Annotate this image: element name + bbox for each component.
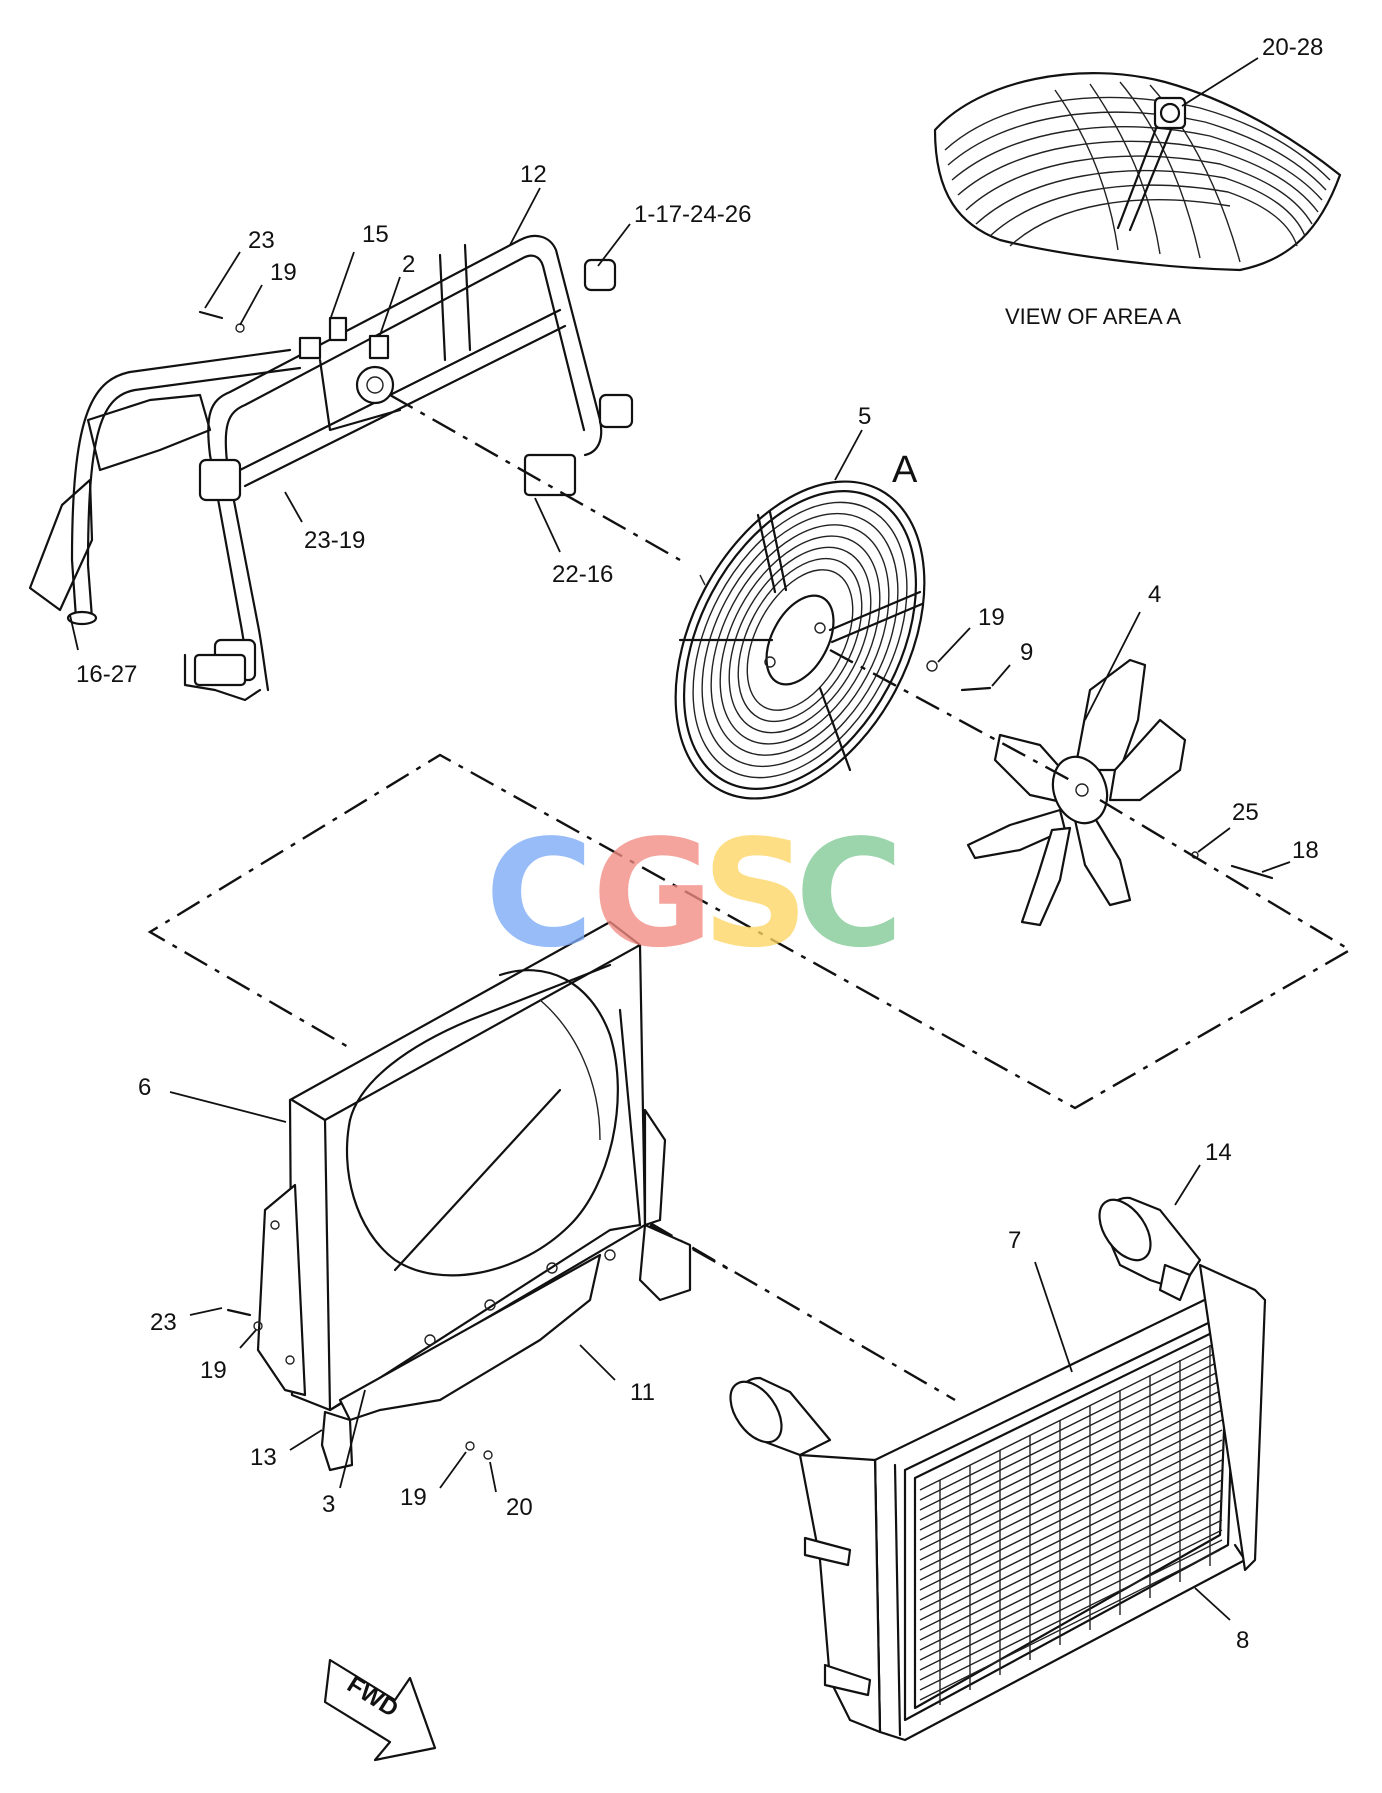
area-a-marker: A [892, 449, 918, 491]
callout-25: 25 [1232, 799, 1259, 826]
callout-19-top: 19 [270, 259, 297, 286]
core-callouts: 14 7 8 [1008, 1139, 1249, 1654]
callout-13: 13 [250, 1444, 277, 1471]
callout-15: 15 [362, 221, 389, 248]
callout-4: 4 [1148, 581, 1161, 608]
callout-8: 8 [1236, 1627, 1249, 1654]
frame-callouts: 12 1-17-24-26 23 15 19 2 23-19 22-16 16-… [69, 161, 751, 688]
callout-18: 18 [1292, 837, 1319, 864]
watermark-letter-c1: C [485, 808, 594, 980]
callout-12: 12 [520, 161, 547, 188]
callout-22-16: 22-16 [552, 561, 613, 588]
callout-3: 3 [322, 1491, 335, 1518]
callout-7: 7 [1008, 1227, 1021, 1254]
callout-9: 9 [1020, 639, 1033, 666]
view-of-area-a-detail: 20-28 VIEW OF AREA A [933, 34, 1342, 329]
watermark-letter-c2: C [795, 808, 904, 980]
callout-14: 14 [1205, 1139, 1232, 1166]
fan-guard: 5 A [674, 403, 926, 800]
callout-23-top: 23 [248, 227, 275, 254]
callout-1-17-24-26: 1-17-24-26 [634, 201, 751, 228]
callout-2: 2 [402, 251, 415, 278]
cgsc-watermark: C G S C [485, 808, 904, 980]
callout-19-fan: 19 [978, 604, 1005, 631]
view-caption: VIEW OF AREA A [1005, 304, 1181, 329]
guard-frame-assembly [28, 234, 634, 702]
watermark-letter-s: S [702, 808, 809, 980]
forward-direction-arrow: FWD [323, 1658, 437, 1762]
callout-11: 11 [630, 1379, 655, 1406]
fan-shroud [226, 920, 692, 1472]
callout-6: 6 [138, 1074, 151, 1101]
callout-5: 5 [858, 403, 871, 430]
callout-23-19: 23-19 [304, 527, 365, 554]
aftercooler-core [729, 1196, 1267, 1742]
callout-20-28: 20-28 [1262, 34, 1323, 61]
shroud-callouts: 6 23 19 11 13 3 19 20 [138, 1074, 655, 1521]
callout-16-27: 16-27 [76, 661, 137, 688]
watermark-letter-g: G [592, 808, 713, 980]
callout-20: 20 [506, 1494, 533, 1521]
fan-blade-assembly: 4 19 9 25 18 [926, 581, 1319, 927]
callout-19-bot: 19 [400, 1484, 427, 1511]
callout-19-low: 19 [200, 1357, 227, 1384]
callout-23-low: 23 [150, 1309, 177, 1336]
